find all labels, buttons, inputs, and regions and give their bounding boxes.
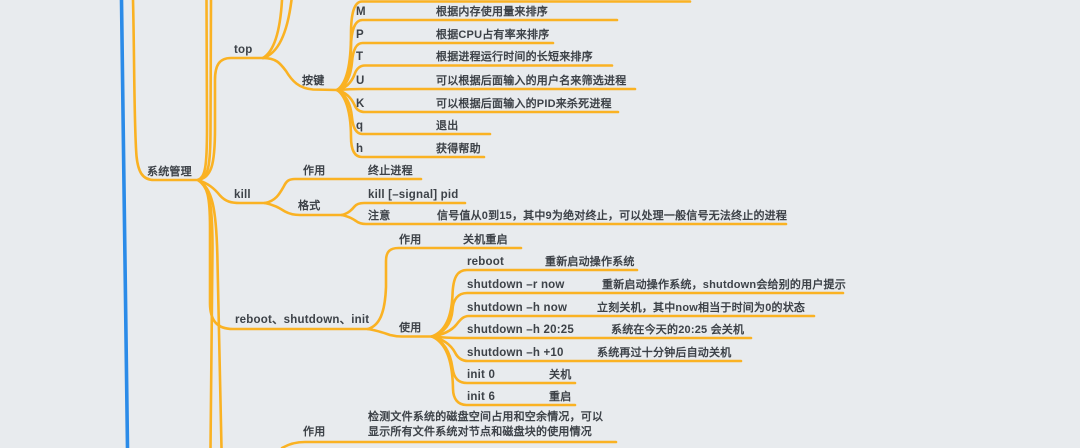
- topic-kill-format[interactable]: kill [–signal] pid: [368, 189, 459, 201]
- topic-usage-init6[interactable]: init 6: [467, 391, 496, 403]
- branch-down-stub-2: [196, 178, 223, 448]
- topic-usage-h-now-desc[interactable]: 立刻关机，其中now相当于时间为0的状态: [597, 302, 806, 314]
- topic-top[interactable]: top: [234, 44, 253, 56]
- topic-df-role-line2[interactable]: 显示所有文件系统对节点和磁盘块的使用情况: [368, 426, 592, 438]
- topic-key-K[interactable]: K: [356, 98, 365, 110]
- topic-key-U[interactable]: U: [356, 75, 365, 87]
- reboot-to-usage: [366, 327, 434, 338]
- topic-key-T-desc[interactable]: 根据进程运行时间的长短来排序: [436, 51, 593, 63]
- topic-usage-reboot[interactable]: reboot: [467, 256, 504, 268]
- topic-usage-h-now[interactable]: shutdown –h now: [467, 302, 568, 314]
- topic-key-q-desc[interactable]: 退出: [436, 120, 459, 132]
- topic-usage-init6-desc[interactable]: 重启: [549, 391, 572, 403]
- topic-df-role-line1[interactable]: 检测文件系统的磁盘空间占用和空余情况，可以: [368, 411, 604, 423]
- topic-key-h[interactable]: h: [356, 143, 364, 155]
- branch-root-to-sysmgmt: [131, 0, 200, 182]
- topic-usage-plus10[interactable]: shutdown –h +10: [467, 347, 564, 359]
- branch-lines-orange: [131, 0, 845, 448]
- topic-key-P-desc[interactable]: 根据CPU占有率来排序: [436, 29, 550, 41]
- topic-usage-r-now-desc[interactable]: 重新启动操作系统，shutdown会给别的用户提示: [602, 279, 846, 291]
- topic-key-K-desc[interactable]: 可以根据后面输入的PID来杀死进程: [436, 98, 612, 110]
- trunk-line-blue: [119, 0, 130, 448]
- keys-row-K: [335, 88, 620, 114]
- branch-to-top: [196, 56, 265, 182]
- format-row-note: [340, 213, 788, 226]
- topic-df-role-label[interactable]: 作用: [303, 426, 326, 438]
- topic-usage-label[interactable]: 使用: [399, 322, 422, 334]
- topic-kill-format-label[interactable]: 格式: [298, 200, 321, 212]
- topic-keys[interactable]: 按键: [302, 75, 325, 87]
- format-row-syntax: [340, 201, 467, 217]
- topic-usage-plus10-desc[interactable]: 系统再过十分钟后自动关机: [597, 347, 732, 359]
- topic-kill[interactable]: kill: [234, 189, 251, 201]
- topic-usage-init0[interactable]: init 0: [467, 369, 496, 381]
- branch-top-to-keys: [261, 56, 339, 92]
- topic-reboot-group[interactable]: reboot、shutdown、init: [235, 314, 370, 326]
- branch-up-stub-1: [196, 0, 209, 182]
- branch-to-reboot: [196, 178, 370, 331]
- usage-row-r-now: [430, 291, 845, 338]
- topic-kill-note[interactable]: 信号值从0到15，其中9为绝对终止，可以处理一般信号无法终止的进程: [437, 210, 788, 222]
- keys-row-P: [335, 41, 555, 92]
- topic-reboot-role[interactable]: 关机重启: [463, 234, 508, 246]
- keys-row-T: [335, 64, 614, 92]
- topic-usage-2025-desc[interactable]: 系统在今天的20:25 会关机: [611, 324, 745, 336]
- keys-row-h: [335, 88, 486, 159]
- usage-row-h-now: [430, 314, 816, 338]
- keys-row-q: [335, 88, 492, 136]
- kill-to-role: [263, 177, 423, 205]
- topic-kill-role[interactable]: 终止进程: [368, 165, 413, 177]
- branch-to-df-role: [280, 440, 618, 448]
- topic-usage-init0-desc[interactable]: 关机: [549, 369, 572, 381]
- topic-key-h-desc[interactable]: 获得帮助: [436, 143, 481, 155]
- topic-usage-2025[interactable]: shutdown –h 20:25: [467, 324, 574, 336]
- topic-usage-reboot-desc[interactable]: 重新启动操作系统: [545, 256, 635, 268]
- topic-key-M[interactable]: M: [356, 6, 366, 18]
- branch-up-stub-2: [196, 0, 213, 182]
- topic-usage-r-now[interactable]: shutdown –r now: [467, 279, 565, 291]
- usage-row-reboot: [430, 268, 639, 338]
- topic-key-U-desc[interactable]: 可以根据后面输入的用户名来筛选进程: [436, 75, 627, 87]
- top-up-stub-2: [261, 0, 293, 60]
- branch-to-kill: [196, 178, 267, 205]
- topic-key-q[interactable]: q: [356, 120, 364, 132]
- topic-key-M-desc[interactable]: 根据内存使用量来排序: [436, 6, 548, 18]
- kill-to-format: [263, 201, 344, 217]
- topic-key-T[interactable]: T: [356, 51, 364, 63]
- top-up-stub-1: [261, 0, 284, 60]
- topic-kill-note-label[interactable]: 注意: [368, 210, 391, 222]
- keys-row-M: [335, 18, 619, 92]
- topic-reboot-role-label[interactable]: 作用: [399, 234, 422, 246]
- topic-kill-role-label[interactable]: 作用: [303, 165, 326, 177]
- usage-row-init6: [430, 335, 577, 407]
- topic-key-P[interactable]: P: [356, 29, 364, 41]
- usage-row-plus10: [430, 335, 743, 363]
- reboot-to-role: [366, 246, 523, 331]
- keys-row-U: [335, 87, 637, 92]
- topic-system-management[interactable]: 系统管理: [147, 166, 192, 178]
